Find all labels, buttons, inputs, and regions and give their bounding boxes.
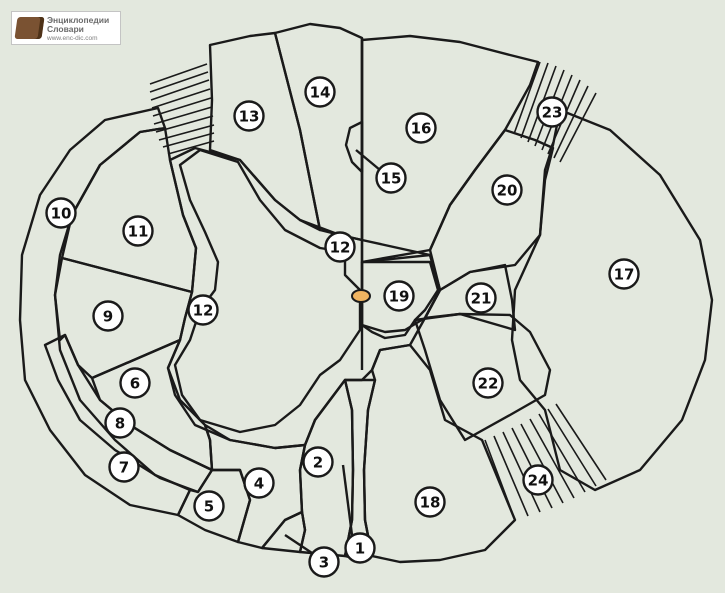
label-2: 2 (302, 446, 334, 478)
ventral-root-fibres-24 (484, 403, 607, 521)
region-22-red (413, 312, 552, 442)
logo-line-2: Словари (47, 24, 84, 34)
label-16: 16 (405, 112, 437, 144)
svg-text:14: 14 (310, 84, 331, 102)
region-6-brown (90, 338, 214, 472)
central-canal (351, 289, 371, 303)
svg-text:22: 22 (478, 375, 499, 393)
label-18: 18 (414, 486, 446, 518)
region-19-gray (360, 253, 442, 334)
svg-text:3: 3 (319, 554, 329, 572)
svg-text:7: 7 (119, 459, 129, 477)
number-labels: 1234567891011121314151617181920212223241… (45, 76, 640, 578)
label-19: 19 (383, 280, 415, 312)
region-18-tan (362, 343, 517, 564)
label-13: 13 (233, 100, 265, 132)
label-17: 17 (608, 258, 640, 290)
label-3: 3 (308, 546, 340, 578)
region-15-gray (344, 120, 364, 174)
logo-line-1: Энциклопедии (47, 15, 110, 25)
svg-text:12: 12 (193, 302, 214, 320)
label-12-left: 12 (187, 294, 219, 326)
label-11: 11 (122, 215, 154, 247)
gray-horn-left (173, 148, 362, 434)
svg-text:5: 5 (204, 498, 214, 516)
svg-text:11: 11 (128, 223, 149, 241)
svg-text:12: 12 (330, 239, 351, 257)
leader-line-1 (341, 464, 354, 536)
svg-text:18: 18 (420, 494, 441, 512)
leader-line-15 (355, 149, 381, 171)
label-4: 4 (243, 467, 275, 499)
leader-line-3 (284, 534, 316, 556)
region-13-blue (208, 31, 322, 232)
svg-text:21: 21 (471, 290, 492, 308)
region-11-red (60, 126, 198, 294)
svg-text:10: 10 (51, 205, 72, 223)
label-22: 22 (472, 367, 504, 399)
svg-text:19: 19 (389, 288, 410, 306)
label-1: 1 (344, 532, 376, 564)
publisher-logo[interactable]: Энциклопедии Словари www.enc-dic.com (11, 11, 121, 45)
logo-url: www.enc-dic.com (47, 35, 98, 42)
label-12: 12 (324, 231, 356, 263)
svg-text:1: 1 (355, 540, 365, 558)
svg-text:2: 2 (313, 454, 323, 472)
label-24: 24 (522, 464, 554, 496)
label-14: 14 (304, 76, 336, 108)
region-17-tan (510, 108, 714, 492)
label-8: 8 (104, 407, 136, 439)
svg-text:8: 8 (115, 415, 125, 433)
label-6: 6 (119, 367, 151, 399)
svg-text:24: 24 (528, 472, 549, 490)
svg-text:23: 23 (542, 104, 563, 122)
dorsal-root-fibres-left (149, 63, 215, 155)
label-10: 10 (45, 197, 77, 229)
label-7: 7 (108, 451, 140, 483)
svg-text:9: 9 (103, 308, 113, 326)
label-21: 21 (465, 282, 497, 314)
svg-text:15: 15 (381, 170, 402, 188)
svg-text:20: 20 (497, 182, 518, 200)
svg-text:4: 4 (254, 475, 264, 493)
svg-text:17: 17 (614, 266, 635, 284)
svg-text:6: 6 (130, 375, 140, 393)
region-16-tan (360, 34, 540, 264)
label-5: 5 (193, 490, 225, 522)
label-9: 9 (92, 300, 124, 332)
label-23: 23 (536, 96, 568, 128)
label-15: 15 (375, 162, 407, 194)
label-20: 20 (491, 174, 523, 206)
region-3-blue (260, 510, 307, 554)
svg-text:16: 16 (411, 120, 432, 138)
svg-text:13: 13 (239, 108, 260, 126)
